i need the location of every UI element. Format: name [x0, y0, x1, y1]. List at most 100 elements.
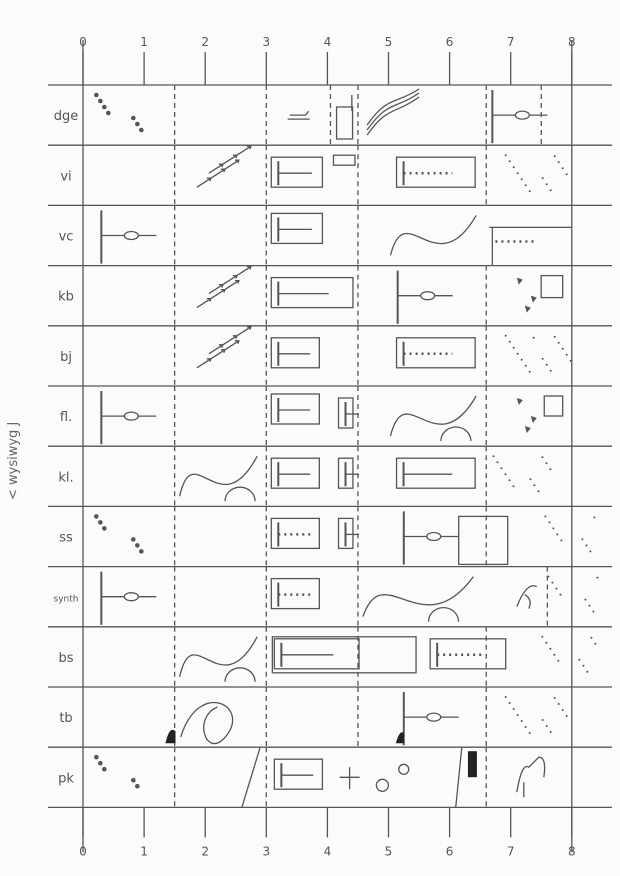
row-label: ss	[59, 531, 73, 546]
arc-line	[440, 426, 472, 442]
ladder-box	[429, 638, 507, 670]
stipple-dot	[500, 467, 503, 470]
dot-marker	[139, 127, 144, 133]
stipple-dot	[565, 173, 568, 176]
dot-marker	[98, 520, 103, 525]
stipple-dot	[565, 353, 568, 356]
ladder-box	[270, 517, 320, 550]
ladder-box	[270, 156, 324, 188]
stipple-dot	[508, 479, 511, 482]
stipple-dot	[578, 658, 581, 661]
stipple-dot	[549, 468, 552, 471]
dot-marker	[98, 98, 103, 104]
hatch-arrow-icon	[236, 265, 252, 277]
ladder-box	[337, 457, 354, 489]
stipple-dot	[504, 154, 507, 157]
hatch-arrow-icon	[196, 177, 212, 188]
stipple-dot	[557, 161, 560, 164]
row-label: tb	[59, 711, 72, 726]
stipple-dot	[520, 720, 523, 722]
stipple-dot	[553, 697, 556, 699]
bottle-icon	[335, 106, 354, 140]
stipple-dot	[512, 485, 515, 488]
row-label: fl.	[60, 410, 72, 425]
axis-top-label: 2	[201, 35, 209, 49]
ladder-box	[395, 156, 476, 188]
axis-bottom-label: 5	[385, 844, 393, 858]
pin-circle-icon	[123, 592, 139, 602]
stipple-dot	[528, 370, 531, 373]
stipple-dot	[492, 455, 495, 458]
triangle-marker	[516, 277, 523, 285]
axis-bottom-label: 8	[568, 844, 576, 858]
row-label: vi	[60, 169, 71, 184]
stipple-dot	[520, 178, 523, 181]
stipple-dot	[508, 340, 511, 343]
stipple-dot	[590, 636, 593, 639]
stipple-dot	[545, 462, 548, 465]
arc-line	[427, 607, 460, 622]
curve-line	[389, 395, 477, 437]
dot-marker	[98, 760, 103, 766]
stipple-dot	[528, 732, 531, 734]
hatch-arrow-icon	[224, 159, 240, 170]
hatch-arrow-icon	[224, 340, 240, 351]
axis-top-label: 3	[262, 35, 270, 49]
dot-marker	[135, 783, 140, 789]
stipple-dot	[553, 155, 556, 158]
circle-icon	[375, 778, 390, 792]
black-block-marker	[467, 751, 477, 778]
stipple-dot	[588, 604, 591, 607]
stipple-dot	[582, 664, 585, 667]
dot-marker	[102, 104, 107, 110]
dot-marker	[106, 110, 111, 116]
stipple-dot	[592, 610, 595, 613]
stipple-dot	[553, 335, 556, 338]
wave-line	[366, 88, 420, 126]
row-label: synth	[54, 595, 79, 605]
stipple-dot	[547, 575, 550, 578]
stipple-dot	[541, 177, 544, 180]
row-label: bs	[58, 651, 73, 666]
wave-line	[366, 92, 420, 131]
stipple-dot	[537, 490, 540, 493]
axis-top-label: 6	[446, 35, 454, 49]
stipple-dot	[561, 347, 564, 350]
axis-bottom-label: 3	[262, 844, 270, 858]
stipple-dot	[516, 714, 519, 716]
stipple-dot	[545, 363, 548, 366]
triangle-marker	[516, 398, 523, 405]
axis-top-label: 5	[385, 35, 393, 49]
stipple-dot	[524, 364, 527, 367]
stipple-dot	[556, 533, 559, 536]
stipple-dot	[516, 352, 519, 355]
stipple-dot	[557, 341, 560, 344]
stipple-dot	[589, 550, 592, 553]
ladder-box	[395, 337, 476, 369]
stipple-dot	[544, 515, 547, 518]
stipple-dot	[545, 641, 548, 644]
dot-marker	[131, 537, 136, 542]
hatch-arrow-icon	[224, 279, 240, 291]
ladder-box	[270, 337, 320, 369]
dot-marker	[135, 543, 140, 548]
pin-circle-icon	[426, 712, 442, 722]
stipple-dot	[549, 731, 552, 733]
stipple-dot	[504, 696, 507, 698]
dot-marker	[94, 514, 99, 519]
curve-line	[179, 455, 258, 497]
ladder-box	[273, 638, 360, 670]
stipple-dot	[512, 166, 515, 169]
axis-bottom-label: 2	[201, 844, 209, 858]
bracket-line	[489, 226, 572, 266]
stipple-dot	[560, 539, 563, 542]
dot-marker	[131, 115, 136, 121]
arc-line	[224, 486, 256, 502]
hatch-arrow-icon	[236, 326, 252, 337]
stipple-dot	[565, 715, 568, 717]
dot-marker	[131, 777, 136, 783]
stipple-dot	[541, 635, 544, 638]
triangle-marker	[530, 416, 537, 423]
dot-marker	[102, 526, 107, 531]
stipple-dot	[504, 473, 507, 476]
